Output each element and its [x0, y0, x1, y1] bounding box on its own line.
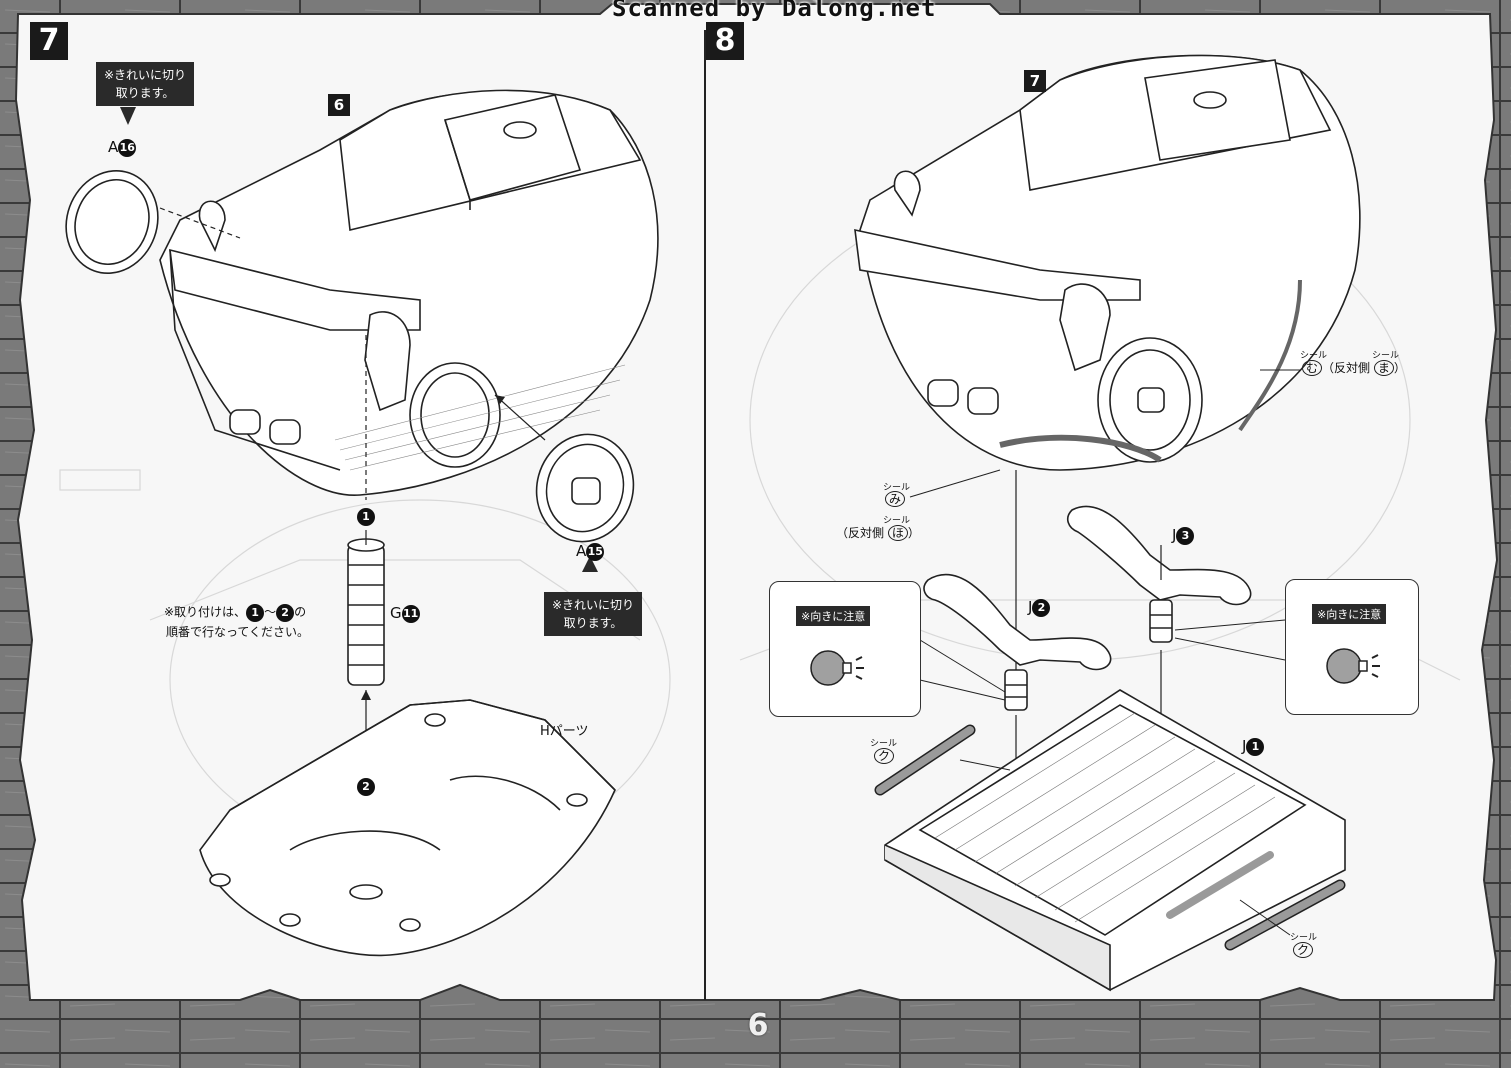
cut-cleanly-callout-top: ※きれいに切り 取ります。: [96, 62, 195, 106]
orientation-note-box-left: ※向きに注意: [769, 581, 921, 717]
seal-mi-caption: シール: [883, 483, 911, 493]
seal-ku-left-caption: シール: [870, 739, 898, 749]
seal-mu-label: む（反対側 ま）: [1302, 359, 1406, 376]
seal-ku-left-label: ク: [874, 747, 895, 764]
cut-cleanly-callout-right: ※きれいに切り 取ります。: [544, 592, 643, 636]
order-marker-1: 1: [357, 506, 375, 526]
part-g11-label: G11: [390, 604, 420, 623]
scanner-watermark: Scanned by Dalong.net: [612, 0, 937, 22]
h-parts-label: Hパーツ: [540, 724, 589, 739]
seal-ho-label: （反対側 ほ）: [836, 525, 920, 541]
seal-mu-caption: シール: [1300, 351, 1328, 361]
part-a15-label: A15: [576, 542, 605, 561]
step-8-number: 8: [706, 22, 744, 60]
order-marker-2: 2: [357, 776, 375, 796]
ref-step-6-badge: 6: [328, 94, 350, 116]
seal-ho-caption: シール: [883, 516, 911, 526]
orientation-note-box-right: ※向きに注意: [1285, 579, 1419, 715]
seal-ku-right-caption: シール: [1290, 933, 1318, 943]
peg-orientation-icon-left: [810, 650, 864, 686]
seal-ku-right-label: ク: [1293, 941, 1314, 958]
page-number: 6: [747, 1008, 769, 1043]
ref-step-7-badge: 7: [1024, 70, 1046, 92]
seal-ma-caption: シール: [1372, 351, 1400, 361]
step-7-number: 7: [30, 22, 68, 60]
peg-orientation-icon-right: [1326, 648, 1380, 684]
part-a16-label: A16: [108, 138, 137, 157]
seal-mi-label: み: [885, 490, 906, 507]
